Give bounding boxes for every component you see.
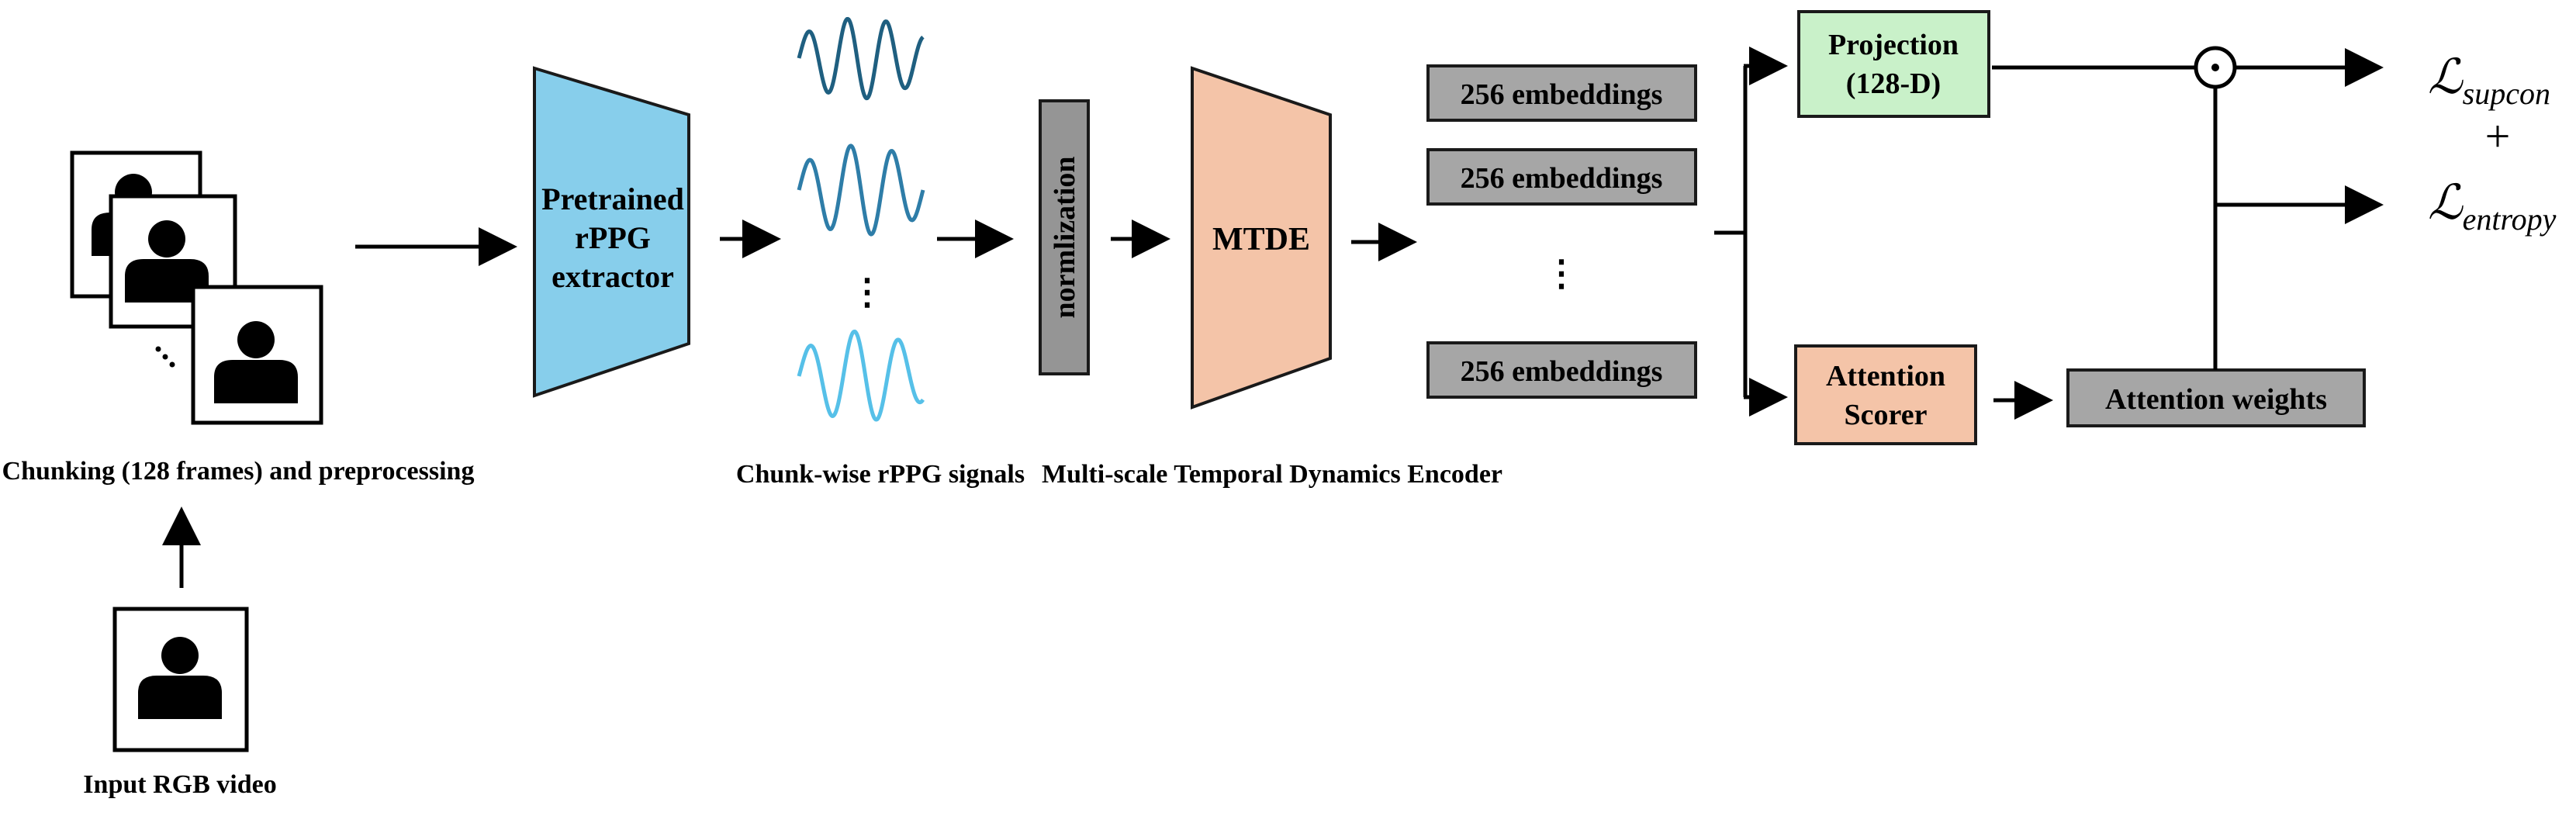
projection-label-line1: Projection xyxy=(1828,29,1959,61)
extractor-label-line3: extractor xyxy=(552,259,674,294)
attention-scorer-block xyxy=(1794,344,1977,445)
signals-label: Chunk-wise rPPG signals xyxy=(736,460,1025,489)
frame-ellipsis-dots xyxy=(155,346,175,368)
attention-weights-block xyxy=(2066,368,2366,427)
normalization-block xyxy=(1039,99,1090,375)
loss-entropy: ℒentropy xyxy=(2428,177,2557,237)
rppg-wave-3 xyxy=(797,329,925,422)
embedding-box-2 xyxy=(1426,148,1697,206)
projection-block xyxy=(1797,10,1990,118)
extractor-label-line1: Pretrained xyxy=(541,182,684,216)
rppg-extractor-block xyxy=(533,66,690,398)
rppg-wave-1 xyxy=(797,16,925,101)
input-video-frame xyxy=(112,607,249,752)
embedding-label-1: 256 embeddings xyxy=(1461,78,1663,111)
scorer-label-line1: Attention xyxy=(1826,360,1945,392)
embedding-box-n xyxy=(1426,341,1697,399)
input-video-label: Input RGB video xyxy=(83,770,276,799)
scorer-label-line2: Scorer xyxy=(1845,399,1928,431)
embedding-stack: 256 embeddings 256 embeddings ⋮ 256 embe… xyxy=(1426,64,1697,399)
embeddings-ellipsis: ⋮ xyxy=(1544,254,1579,293)
embedding-label-2: 256 embeddings xyxy=(1461,162,1663,195)
odot-dot xyxy=(2211,64,2219,71)
embedding-box-1 xyxy=(1426,64,1697,122)
attention-weights-label: Attention weights xyxy=(2105,383,2327,416)
loss-plus-sign: + xyxy=(2485,111,2511,161)
rppg-wave-2 xyxy=(797,143,925,237)
frame-3 xyxy=(191,285,323,425)
loss-supcon: ℒsupcon xyxy=(2428,51,2550,111)
frame-stack xyxy=(70,150,323,425)
extractor-label-line2: rPPG xyxy=(575,220,651,255)
embedding-label-n: 256 embeddings xyxy=(1461,355,1663,388)
signals-ellipsis: ⋮ xyxy=(849,272,885,312)
encoder-label: Multi-scale Temporal Dynamics Encoder xyxy=(1042,460,1502,489)
mtde-label: MTDE xyxy=(1212,222,1310,258)
mtde-block xyxy=(1191,66,1332,410)
rppg-signal-waves: ⋮ xyxy=(797,16,925,422)
normalization-label: normlization xyxy=(1049,157,1081,319)
branch-connector xyxy=(1714,47,1788,417)
projection-label-line2: (128-D) xyxy=(1846,67,1941,100)
chunking-label: Chunking (128 frames) and preprocessing xyxy=(2,457,475,486)
